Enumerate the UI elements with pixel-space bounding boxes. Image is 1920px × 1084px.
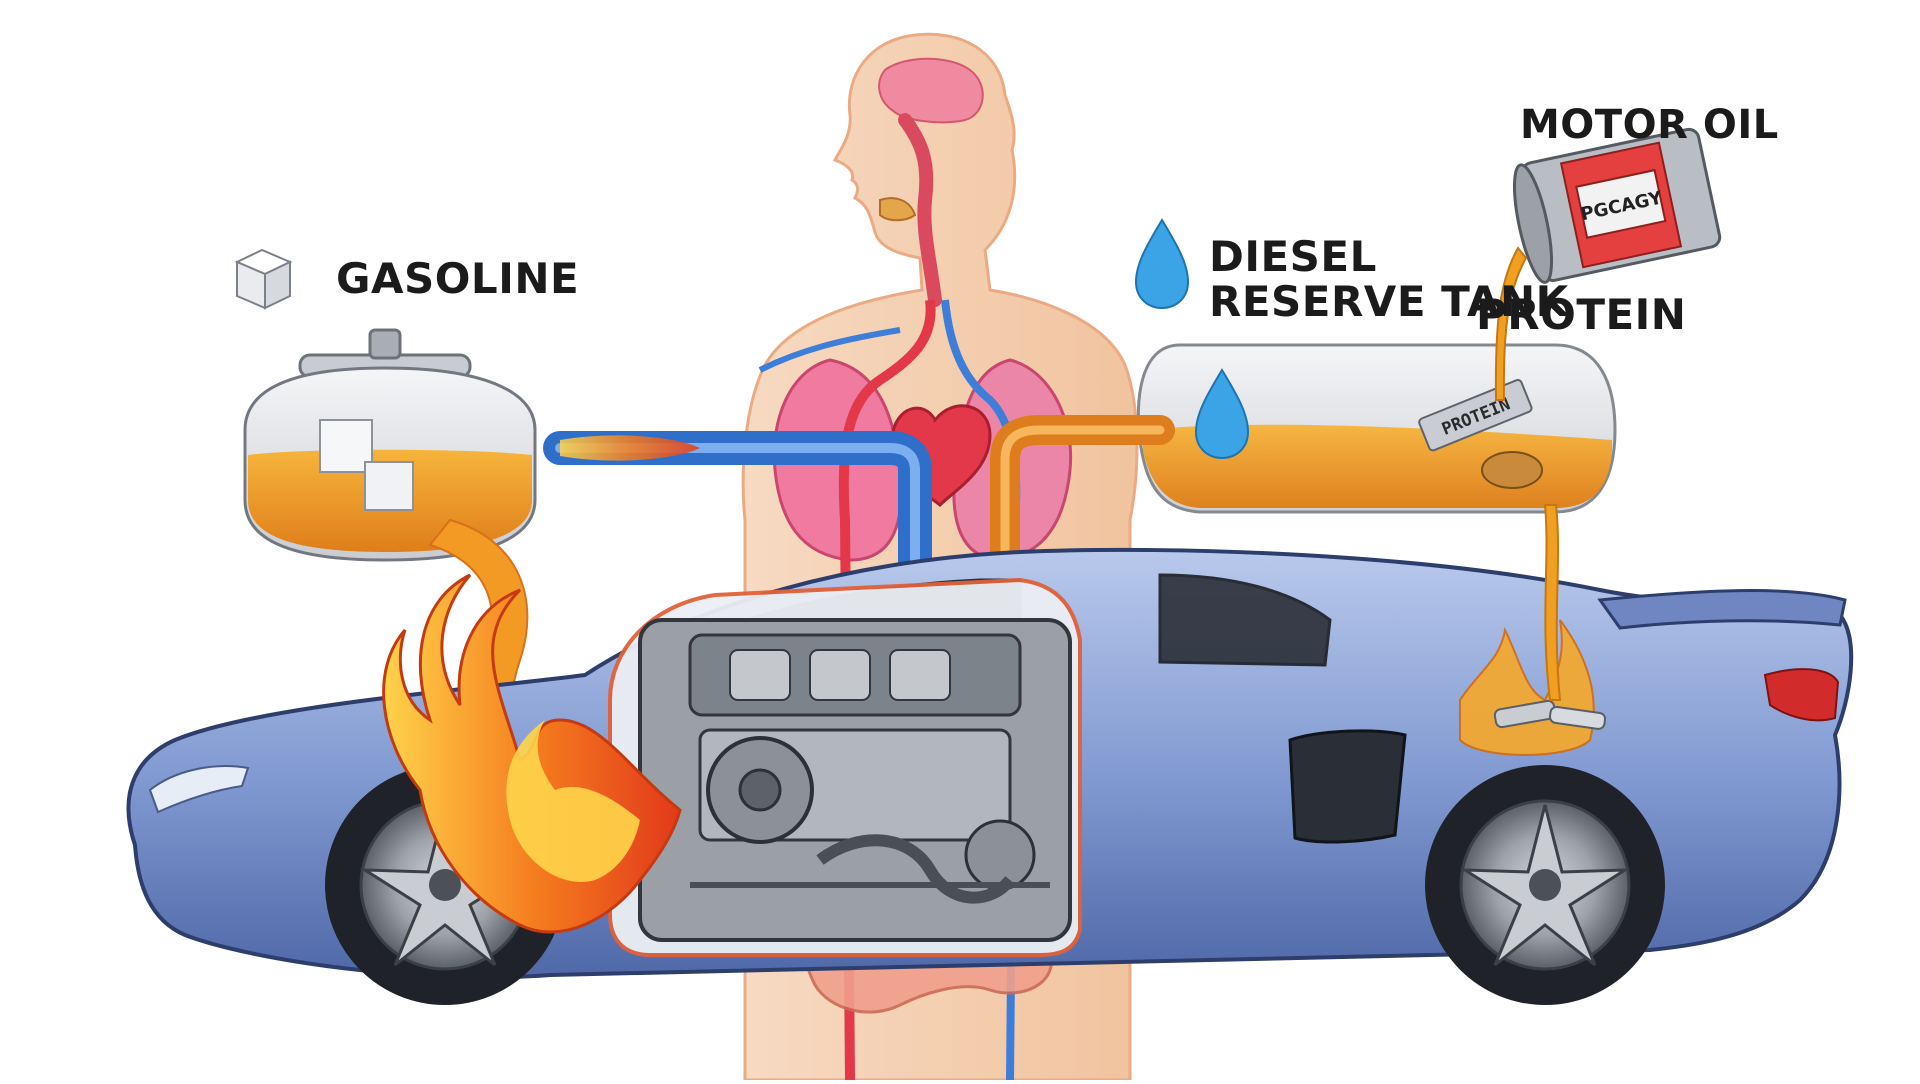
mouth-organ <box>879 197 917 222</box>
sugar-cube-icon <box>319 419 373 473</box>
gasoline-tank <box>243 328 537 562</box>
diesel-label-line1: DIESEL <box>1209 232 1377 281</box>
car-rear-window <box>1158 573 1332 667</box>
gasoline-tank-cap <box>368 328 402 360</box>
rear-debris <box>1493 699 1607 730</box>
aorta-artery <box>838 299 936 1081</box>
water-drop-icon <box>1134 218 1190 310</box>
diesel-reserve-tank-label: DIESEL RESERVE TANK <box>1209 234 1569 325</box>
engine-flame-core <box>506 720 640 882</box>
gasoline-label: GASOLINE <box>336 254 580 303</box>
diesel-label-line2: RESERVE TANK <box>1209 277 1569 327</box>
protein-disc <box>1481 451 1543 489</box>
tail-light <box>1763 668 1840 722</box>
sports-car <box>126 547 1854 1005</box>
side-vent <box>1288 729 1407 844</box>
diesel-fuel-level <box>1143 424 1612 508</box>
oil-can-icon: PGCAGY <box>1512 127 1722 284</box>
sugar-cube-icon <box>364 461 414 511</box>
rear-oil-drip <box>1543 504 1562 701</box>
rear-spoiler <box>1597 589 1847 630</box>
headlight <box>148 765 250 814</box>
water-drop-icon <box>1194 368 1250 460</box>
sugar-cube-icon <box>234 248 293 310</box>
throat-organ <box>898 113 942 307</box>
motor-oil-pour-stream <box>1494 246 1528 401</box>
arm-vein <box>758 327 901 373</box>
brain-organ <box>878 57 984 124</box>
motor-oil-label: MOTOR OIL <box>1520 102 1779 148</box>
protein-label: PROTEIN <box>1476 290 1687 339</box>
rear-wheel <box>1425 765 1665 1005</box>
engine-block <box>638 618 1072 942</box>
exhaust-flame-streak <box>560 435 700 461</box>
